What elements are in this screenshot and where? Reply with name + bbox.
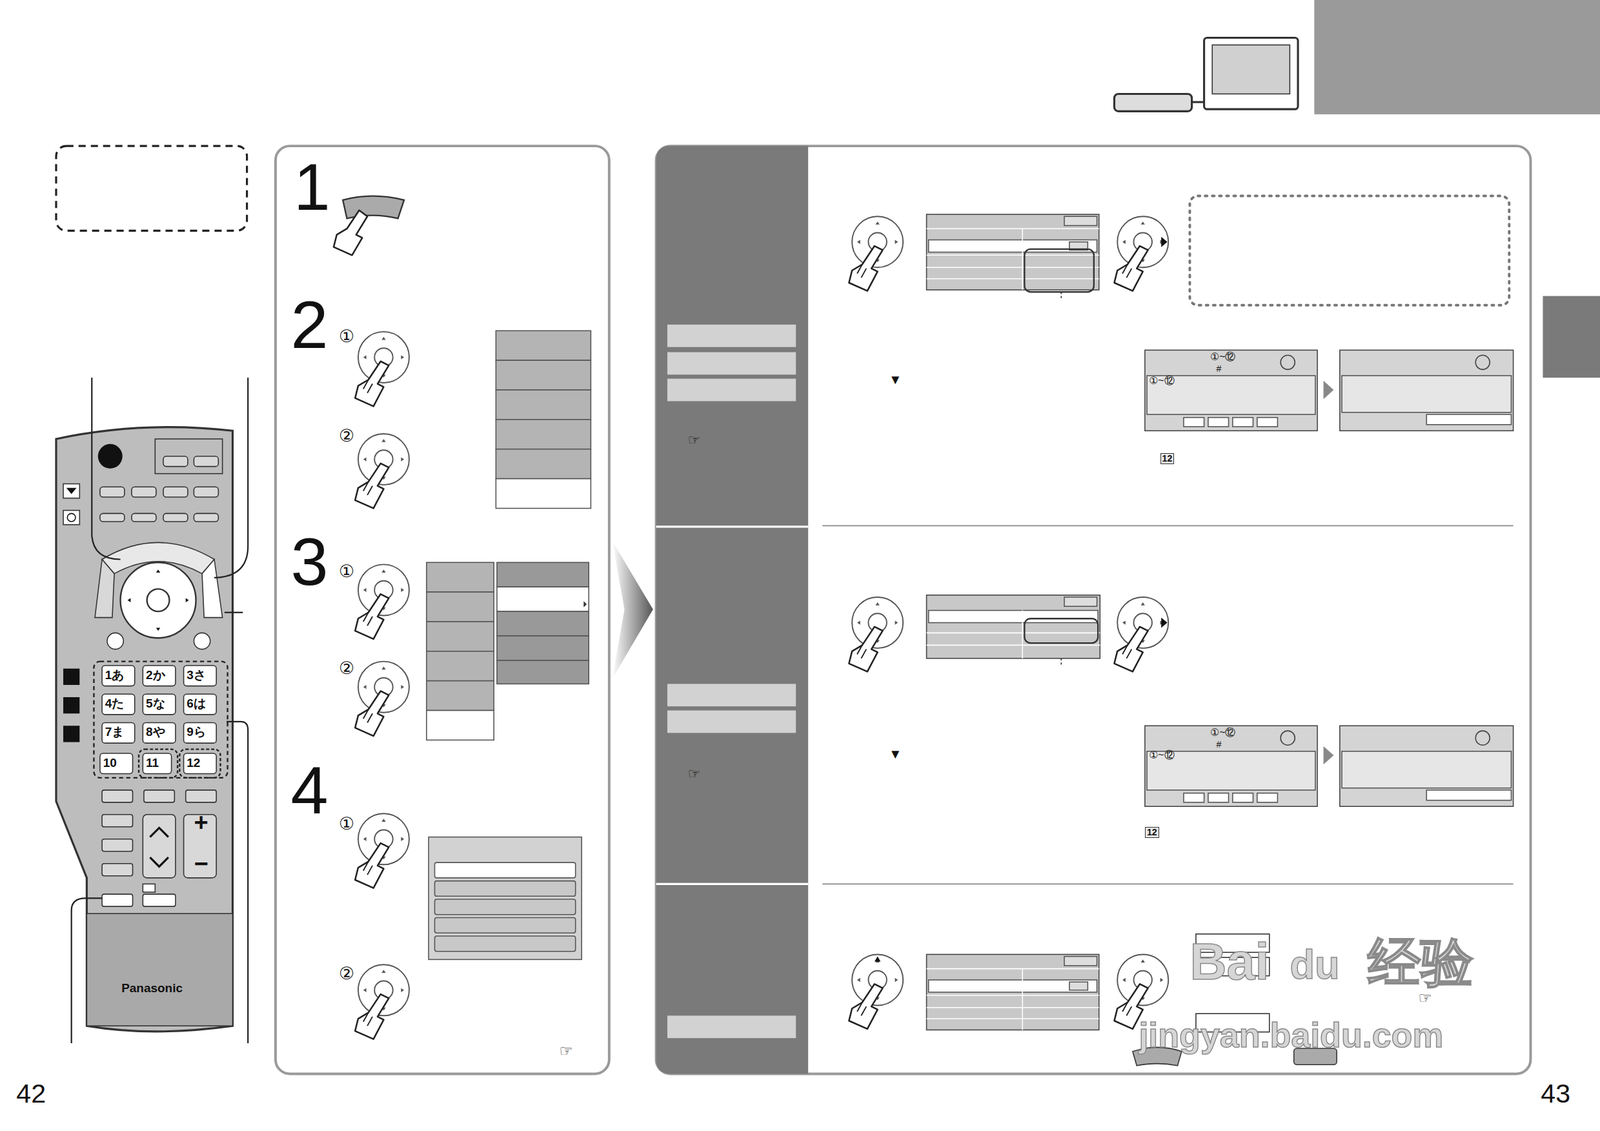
brand-name: Panasonic — [121, 981, 183, 995]
watermark: jingyan.baidu.com — [1138, 1016, 1444, 1053]
screen-text: # — [1216, 739, 1222, 750]
button-icon: 12 — [1144, 826, 1160, 838]
substep-number: ② — [338, 426, 355, 445]
screen-text: ①~⑫ — [1210, 351, 1236, 363]
reference-mark: ☞ — [1418, 990, 1433, 1007]
step-number: 4 — [291, 755, 329, 827]
remote-key-label: 10 — [103, 756, 117, 770]
remote-key-label: 2か — [145, 668, 166, 682]
remote-key-label: 6は — [186, 697, 206, 710]
substep-number: ② — [338, 658, 355, 678]
watermark: du — [1289, 942, 1340, 986]
substep-number: ② — [338, 964, 355, 983]
watermark: 经验 — [1367, 934, 1474, 991]
screen-text: ①~⑫ — [1148, 749, 1175, 761]
page-number: 42 — [16, 1079, 46, 1108]
reference-mark: ☞ — [688, 766, 701, 781]
step-number: 1 — [293, 152, 330, 222]
reference-mark: ☞ — [688, 432, 701, 448]
remote-key-label: 11 — [145, 756, 159, 770]
step-number: 3 — [291, 526, 329, 598]
button-icon: 12 — [1160, 453, 1175, 465]
volume-plus: + — [193, 810, 208, 836]
screen-text: # — [1216, 364, 1222, 374]
substep-number: ① — [338, 814, 355, 833]
volume-minus: − — [193, 851, 208, 878]
arrow-mark: ▼ — [888, 372, 902, 387]
remote-key-label: 9ら — [186, 725, 206, 739]
remote-key-label: 4た — [105, 697, 125, 710]
arrow-mark: ▼ — [888, 746, 902, 761]
substep-number: ① — [338, 327, 355, 346]
remote-key-label: 12 — [186, 756, 201, 770]
substep-number: ① — [338, 562, 355, 581]
remote-key-label: 5な — [145, 697, 166, 710]
remote-key-label: 1あ — [105, 668, 125, 682]
screen-text: ①~⑫ — [1210, 727, 1236, 739]
screen-text: ①~⑫ — [1148, 375, 1175, 387]
watermark: Bai — [1189, 934, 1269, 989]
step-number: 2 — [291, 289, 329, 361]
remote-key-label: 3さ — [186, 668, 206, 682]
remote-key-label: 8や — [145, 725, 166, 739]
reference-mark: ☞ — [558, 1043, 573, 1060]
remote-key-label: 7ま — [105, 725, 125, 739]
page-number: 43 — [1540, 1079, 1571, 1108]
